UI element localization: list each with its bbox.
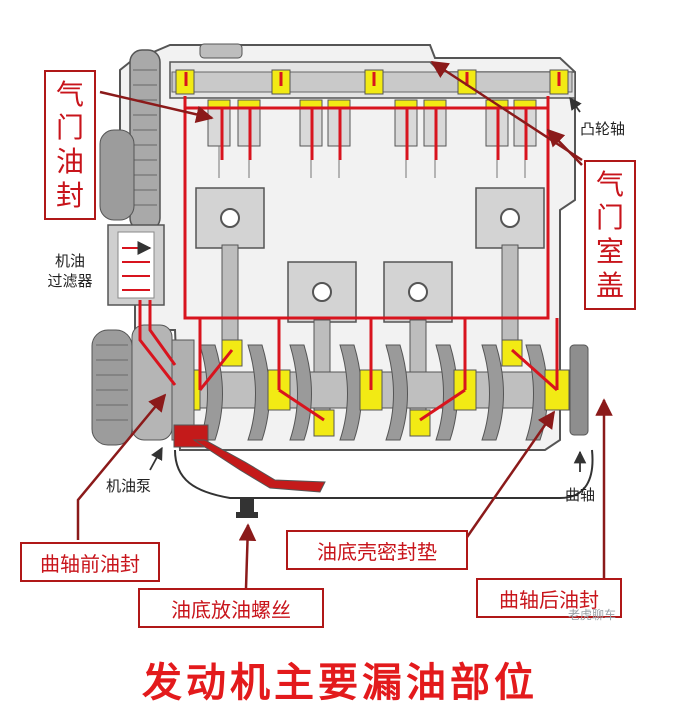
label-valve-seal: 气门油封 [44,70,96,220]
valve-springs [207,99,537,178]
timing-gears [91,49,173,446]
oil-lines [138,72,561,422]
vertical-char: 室 [595,235,624,268]
vertical-char: 气 [55,77,84,111]
label-oil-pump: 机油泵 [106,477,152,495]
label-crank-rear-seal: 曲轴后油封 [476,578,622,618]
label-oil-filter-text: 机油过滤器 [38,252,102,291]
vertical-char: 油 [55,145,84,178]
vertical-char: 门 [595,201,624,235]
label-valve-cover-text: 气门室盖 [596,168,624,302]
drain-plug-icon [236,498,258,518]
oil-filter-line: 机油 [54,252,85,270]
oil-filter-line: 过滤器 [47,271,93,290]
vertical-char: 门 [55,111,84,145]
oil-filter [107,224,165,306]
oil-pan [174,439,594,499]
label-oil-filter: 机油过滤器 [38,252,102,291]
page-title: 发动机主要漏油部位 [142,660,538,706]
label-valve-cover: 气门室盖 [584,160,636,310]
pistons [195,187,545,323]
label-drain-plug: 油底放油螺丝 [138,588,324,628]
label-valve-seal-text: 气门油封 [56,78,84,212]
label-crank-front-seal: 曲轴前油封 [20,542,160,582]
label-crankshaft: 曲轴 [565,486,596,504]
vertical-char: 盖 [595,268,624,302]
callout-lines [76,60,613,589]
vertical-char: 气 [595,167,624,201]
piston-pins [220,208,520,302]
watermark: 老虎聊车 [568,608,617,622]
label-oil-pan-gasket: 油底壳密封垫 [286,530,468,570]
label-camshaft: 凸轮轴 [580,120,626,138]
vertical-char: 封 [55,178,84,212]
pointer-arrows [149,96,587,472]
